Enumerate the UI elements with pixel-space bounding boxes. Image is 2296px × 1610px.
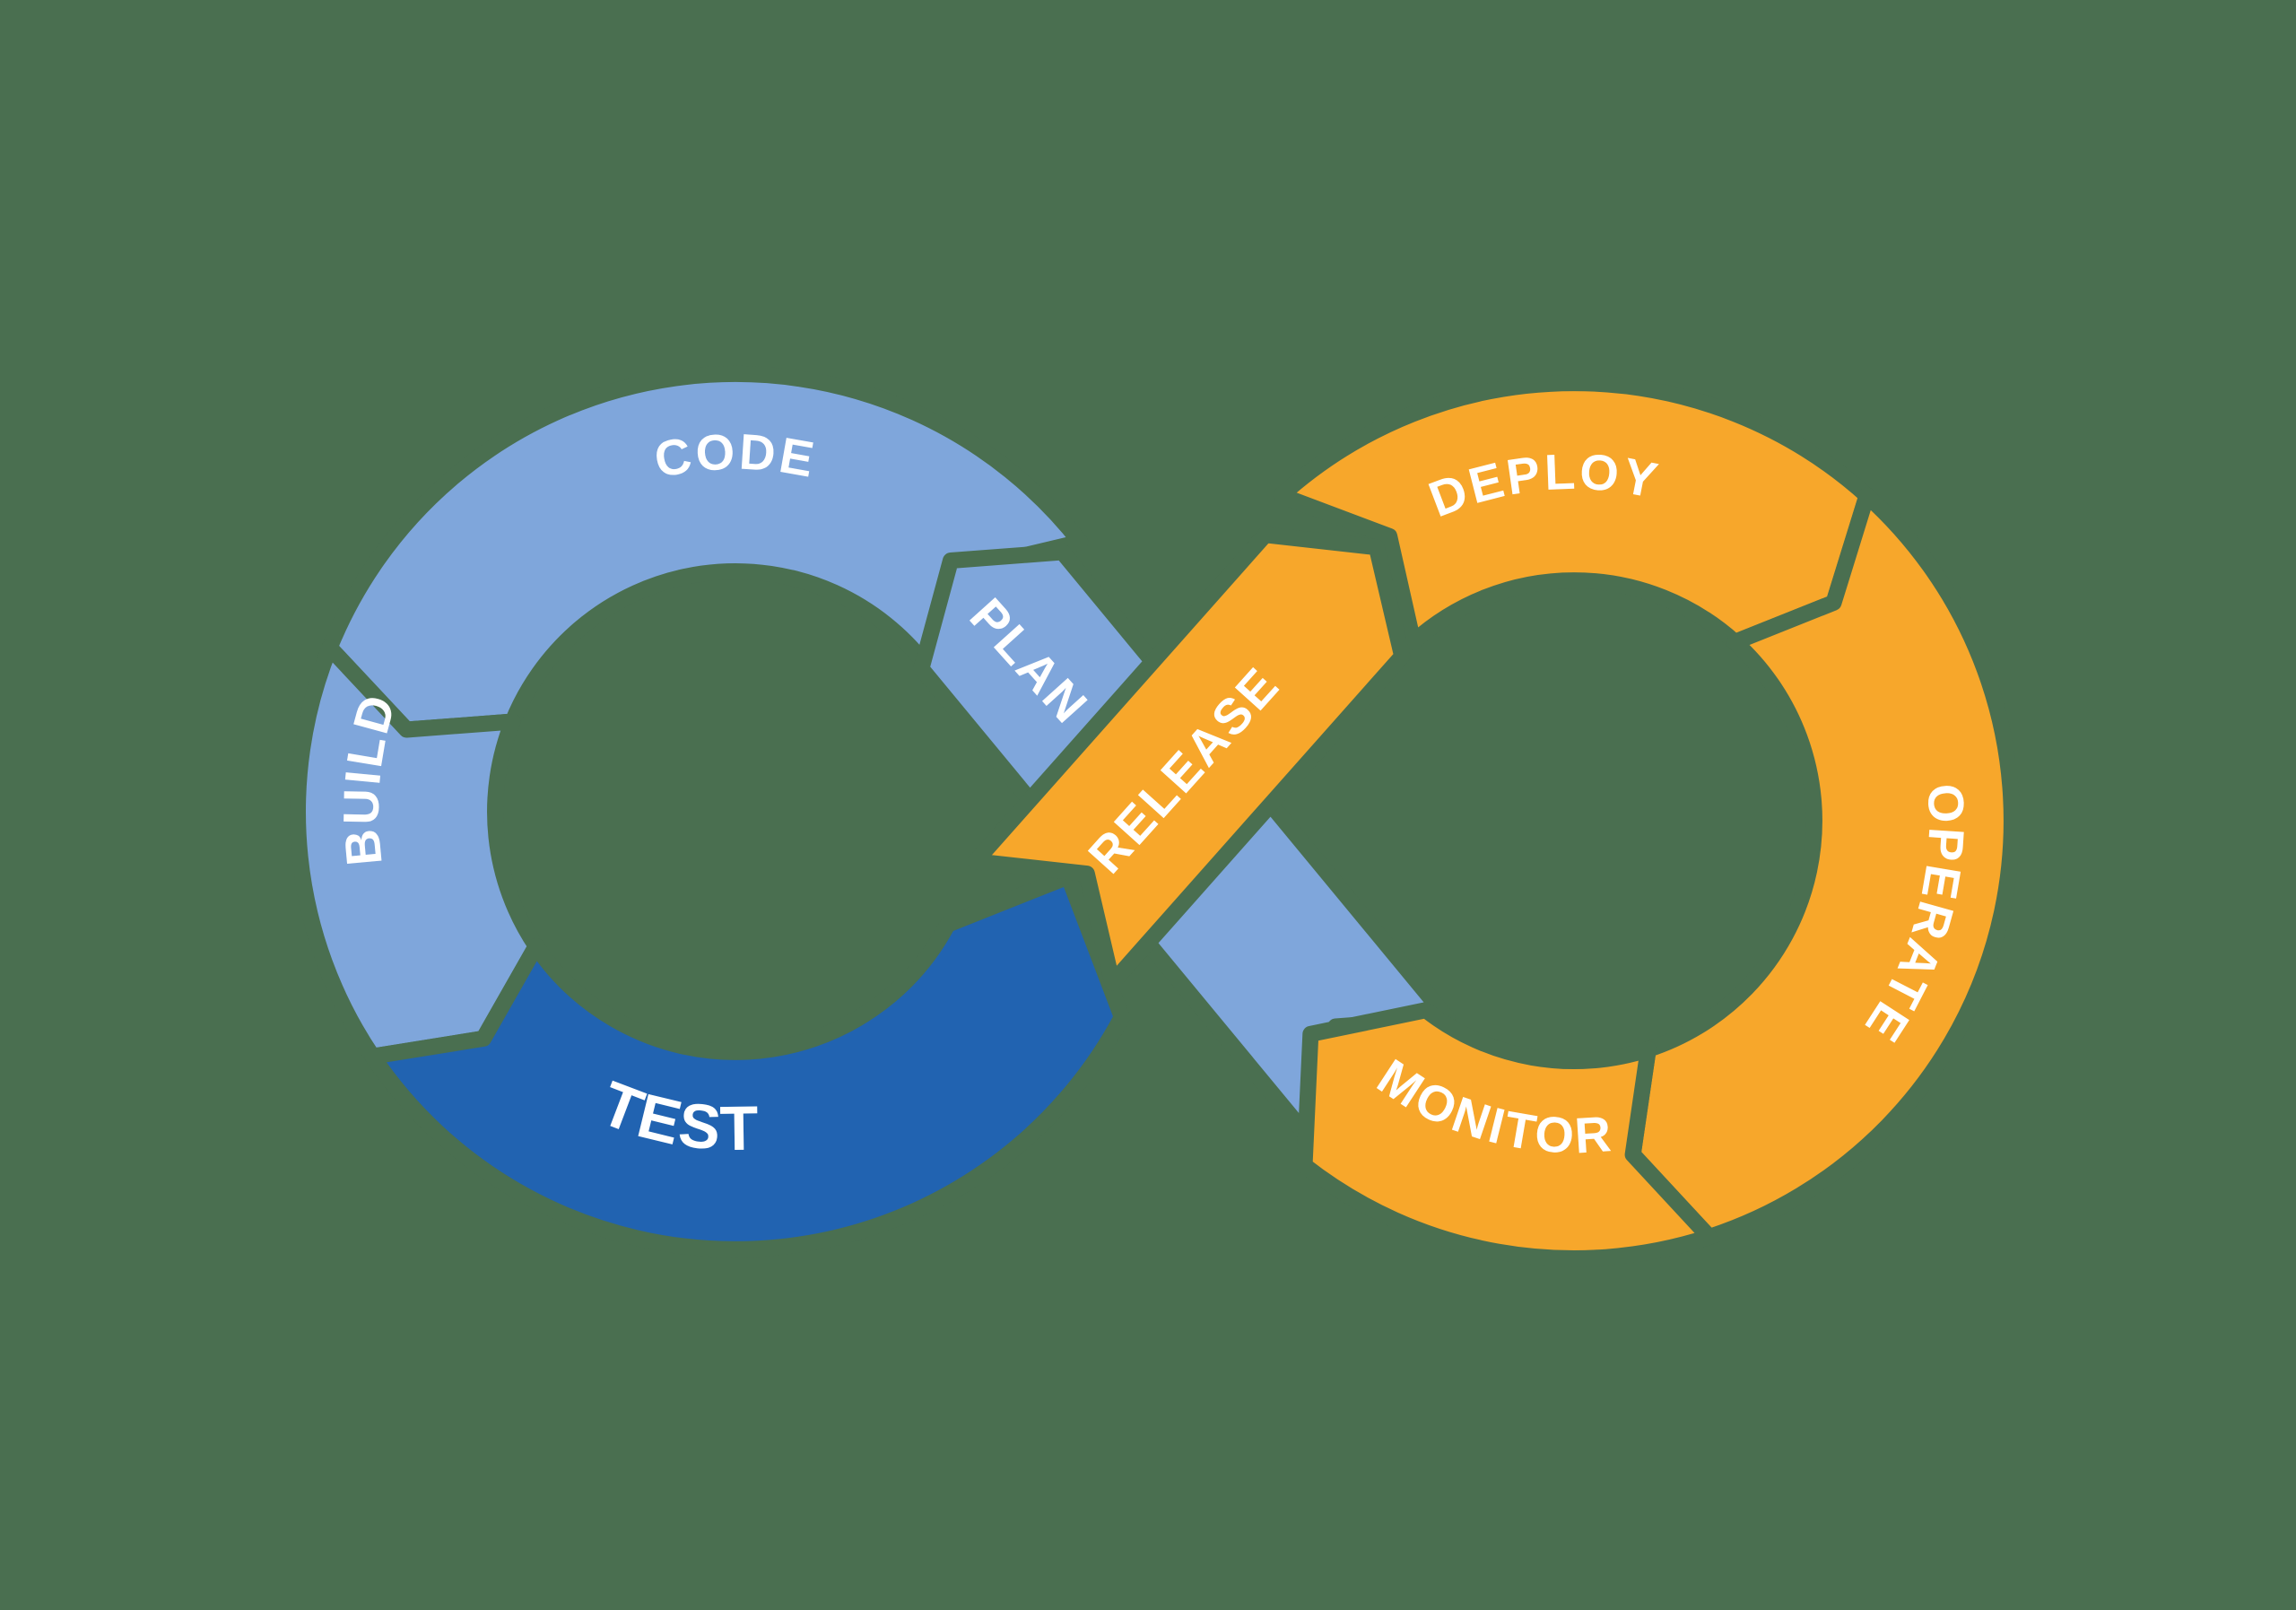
band-release bbox=[967, 527, 1411, 991]
segment-deploy bbox=[1273, 375, 1875, 650]
segment-monitor bbox=[1296, 1002, 1718, 1266]
segment-operate bbox=[1624, 487, 2020, 1246]
segment-test bbox=[364, 868, 1130, 1258]
label-code: CODE bbox=[650, 422, 821, 488]
segment-code bbox=[321, 365, 1089, 738]
